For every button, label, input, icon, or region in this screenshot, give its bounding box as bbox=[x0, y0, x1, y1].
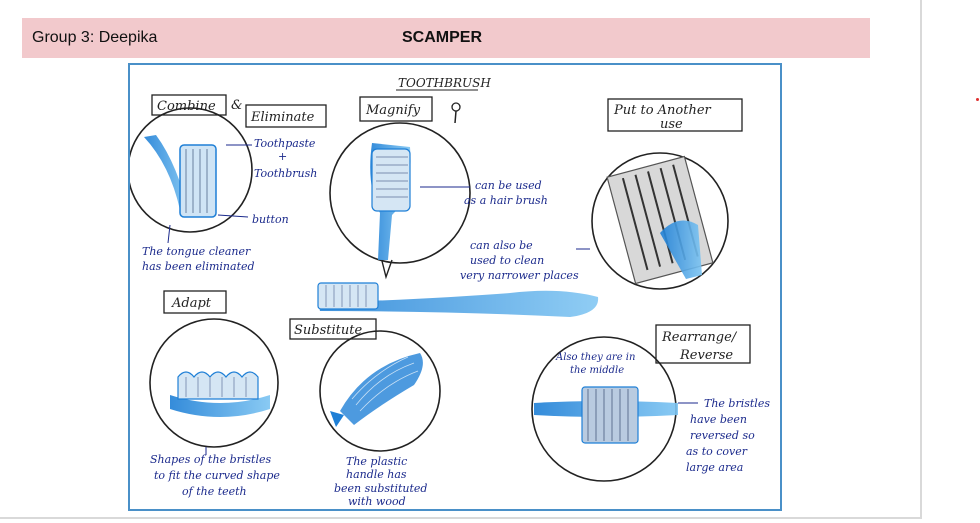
note-hair-2: as a hair brush bbox=[464, 194, 548, 207]
note-button: button bbox=[252, 213, 289, 226]
note-reversed-2: have been bbox=[690, 413, 747, 426]
note-middle-1: Also they are in bbox=[555, 352, 635, 363]
label-substitute: Substitute bbox=[294, 323, 362, 338]
label-put-1: Put to Another bbox=[613, 103, 712, 118]
note-reversed-3: reversed so bbox=[690, 429, 755, 442]
note-plastic-4: with wood bbox=[348, 495, 406, 508]
sketch-title: TOOTHBRUSH bbox=[398, 76, 491, 90]
magnifying-glass-icon bbox=[452, 103, 460, 123]
note-plus: + bbox=[278, 150, 287, 163]
note-tongue-2: has been eliminated bbox=[142, 260, 255, 273]
note-bristles-2: to fit the curved shape bbox=[154, 469, 280, 482]
label-magnify: Magnify bbox=[365, 103, 421, 118]
note-clean-1: can also be bbox=[470, 239, 533, 252]
slide-title: SCAMPER bbox=[402, 29, 482, 47]
note-middle-2: the middle bbox=[570, 365, 624, 376]
note-clean-3: very narrower places bbox=[460, 269, 579, 282]
label-combine: Combine bbox=[157, 99, 216, 114]
note-bristles-1: Shapes of the bristles bbox=[150, 453, 271, 466]
note-reversed-1: The bristles bbox=[704, 397, 770, 410]
note-reversed-4: as to cover bbox=[686, 445, 748, 458]
note-hair-1: can be used bbox=[475, 179, 542, 192]
red-marker-dot bbox=[976, 98, 979, 101]
note-reversed-5: large area bbox=[686, 461, 743, 474]
note-toothbrush: Toothbrush bbox=[254, 167, 317, 180]
label-amp: & bbox=[231, 98, 243, 113]
label-adapt: Adapt bbox=[171, 296, 212, 311]
note-plastic-2: handle has bbox=[346, 468, 407, 481]
note-plastic-1: The plastic bbox=[346, 455, 407, 468]
sketch-drawing: TOOTHBRUSH Combine & Eliminate Toothpast… bbox=[130, 65, 780, 509]
label-rearrange-2: Reverse bbox=[679, 348, 733, 363]
note-toothpaste: Toothpaste bbox=[254, 137, 316, 150]
slide-header: Group 3: Deepika SCAMPER bbox=[22, 18, 870, 58]
note-bristles-3: of the teeth bbox=[182, 485, 247, 498]
note-tongue-1: The tongue cleaner bbox=[142, 245, 251, 258]
label-eliminate: Eliminate bbox=[250, 110, 315, 125]
note-plastic-3: been substituted bbox=[334, 482, 427, 495]
label-rearrange-1: Rearrange/ bbox=[661, 330, 738, 345]
scamper-sketch-image: TOOTHBRUSH Combine & Eliminate Toothpast… bbox=[128, 63, 782, 511]
note-clean-2: used to clean bbox=[470, 254, 544, 267]
group-label: Group 3: Deepika bbox=[32, 29, 157, 47]
label-put-2: use bbox=[660, 117, 683, 132]
